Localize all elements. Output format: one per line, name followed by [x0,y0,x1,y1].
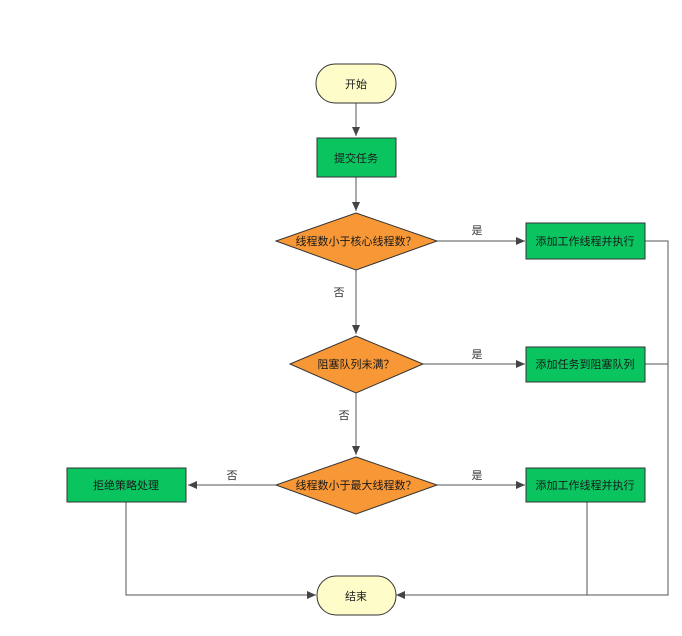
node-start-label: 开始 [345,77,367,91]
node-add-worker-1-label: 添加工作线程并执行 [536,234,635,248]
node-add-queue[interactable]: 添加任务到阻塞队列 [525,346,646,383]
label-core-yes: 是 [472,224,483,237]
node-submit[interactable]: 提交任务 [316,137,397,178]
node-submit-label: 提交任务 [334,151,378,165]
node-reject-label: 拒绝策略处理 [93,478,159,492]
edge-labels: 是 否 是 否 是 否 [227,224,483,482]
label-max-yes: 是 [472,469,483,482]
node-start[interactable]: 开始 [315,63,397,104]
label-core-no: 否 [334,286,345,299]
node-q-core-label: 线程数小于核心线程数？ [296,234,417,248]
label-queue-yes: 是 [472,348,483,361]
edge-reject-end [125,502,316,599]
label-max-no: 否 [227,469,238,482]
node-add-worker-2-label: 添加工作线程并执行 [536,478,635,492]
node-q-queue-label: 阻塞队列未满？ [318,357,395,371]
edge-addworker1-end [587,240,669,596]
node-add-worker-2[interactable]: 添加工作线程并执行 [525,467,646,503]
node-add-worker-1[interactable]: 添加工作线程并执行 [525,222,646,260]
node-q-max-label: 线程数小于最大线程数？ [296,478,417,492]
node-add-queue-label: 添加任务到阻塞队列 [536,357,635,371]
label-queue-no: 否 [339,409,350,422]
node-q-queue[interactable]: 阻塞队列未满？ [288,335,425,394]
node-q-max[interactable]: 线程数小于最大线程数？ [274,456,439,515]
node-end-label: 结束 [345,590,367,603]
node-reject[interactable]: 拒绝策略处理 [66,467,187,503]
edge-addworker2-end [396,502,588,599]
node-end[interactable]: 结束 [316,575,397,616]
node-q-core[interactable]: 线程数小于核心线程数？ [274,212,439,271]
edges [125,103,669,599]
